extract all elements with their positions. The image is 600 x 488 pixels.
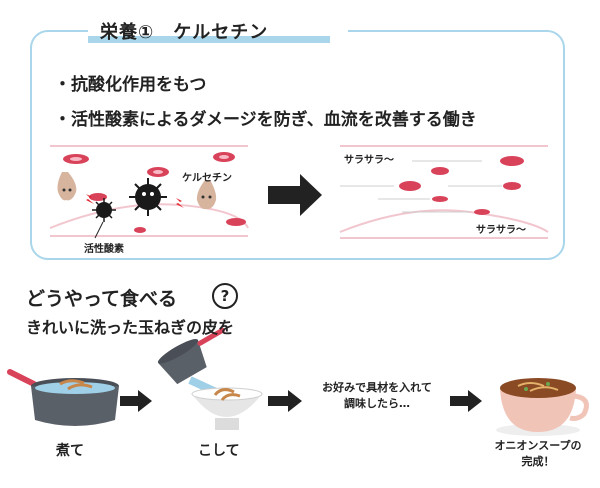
panel-title: 栄養① ケルセチン	[100, 22, 269, 43]
step-add-note-line-2: 調味したら…	[344, 397, 410, 410]
bullet-antioxidant: ・抗酸化作用をもつ	[54, 75, 207, 95]
howto-intro: きれいに洗った玉ねぎの皮を	[26, 318, 235, 337]
step-boil-label: 煮て	[56, 443, 84, 459]
howto-heading: どうやって食べる	[26, 288, 178, 310]
vessel-before	[49, 145, 249, 237]
flow-label-top: サラサラ～	[344, 155, 394, 166]
strainer-illustration	[157, 327, 263, 430]
ros-small-icon	[92, 198, 116, 222]
quercetin-label: ケルセチン	[182, 173, 232, 184]
title-underline	[88, 36, 330, 43]
step-arrow-3-icon	[450, 390, 482, 412]
quercetin-character-left	[57, 172, 77, 201]
onion-soup-cup-illustration	[496, 378, 589, 436]
step-done-line-2: 完成！	[521, 455, 555, 468]
quercetin-character-right	[196, 180, 217, 210]
blood-cells-after	[399, 156, 524, 215]
step-done-line-1: オニオンスープの	[494, 439, 582, 452]
step-add-note-line-1: お好みで具材を入れて	[322, 381, 432, 394]
question-mark-icon: ?	[212, 283, 238, 309]
step-arrow-2-icon	[268, 390, 302, 412]
step-strain-label: こして	[198, 443, 240, 459]
flow-lines	[340, 160, 502, 213]
pot-illustration	[7, 369, 119, 426]
step-add-note: お好みで具材を入れて 調味したら…	[302, 380, 452, 412]
bullet-blood-flow: ・活性酸素によるダメージを防ぎ、血流を改善する働き	[54, 110, 477, 130]
ros-pointer-line	[94, 221, 104, 239]
step-done-caption: オニオンスープの 完成！	[476, 438, 600, 470]
step-arrow-1-icon	[120, 390, 152, 412]
ros-large-icon	[129, 178, 167, 216]
flow-label-bottom: サラサラ～	[476, 225, 526, 236]
ros-label: 活性酸素	[84, 244, 124, 255]
transition-arrow-icon	[268, 174, 322, 216]
spark-icons	[86, 194, 184, 208]
